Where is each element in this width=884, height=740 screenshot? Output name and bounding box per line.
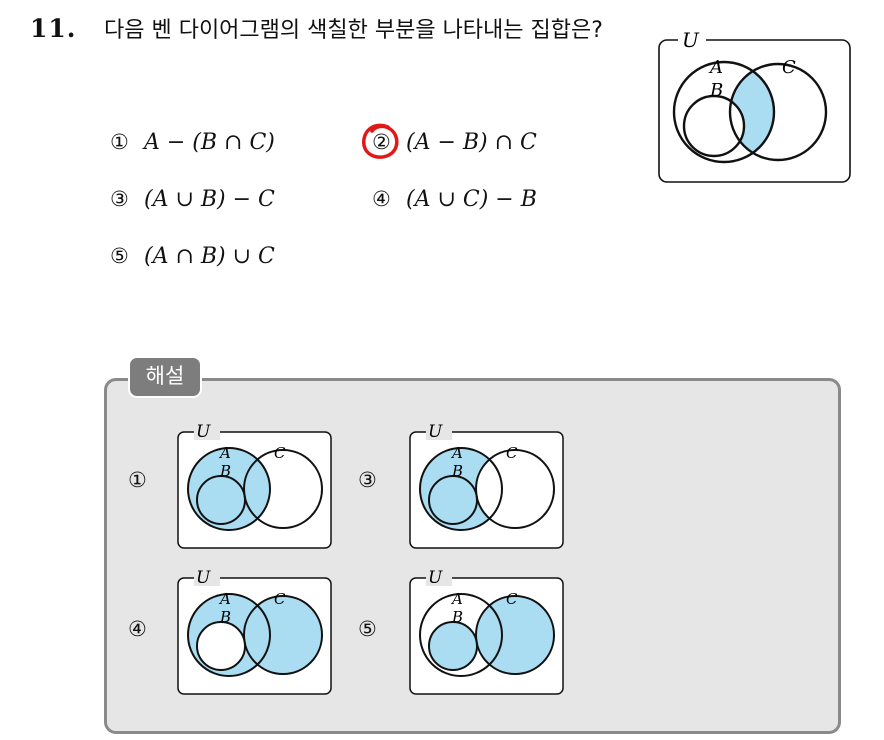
label-c: C <box>782 57 796 78</box>
solution-label-4: ④ <box>128 617 147 641</box>
solution-tab: 해설 <box>128 356 202 398</box>
label-u: U <box>682 30 700 52</box>
option-2[interactable]: ② (A − B) ∩ C <box>372 130 537 155</box>
label-a: A <box>218 590 231 608</box>
option-expression: (A ∪ B) − C <box>144 187 275 212</box>
option-expression: (A ∩ B) ∪ C <box>144 244 275 269</box>
option-5[interactable]: ⑤ (A ∩ B) ∪ C <box>110 244 275 269</box>
set-a-circle <box>672 60 776 164</box>
label-a: A <box>708 57 723 78</box>
label-c: C <box>274 444 286 462</box>
question-number: 11. <box>30 14 77 43</box>
answer-circle-mark <box>362 123 399 159</box>
option-number: ④ <box>372 187 391 211</box>
solution-label-1: ① <box>128 468 147 492</box>
solution-label-3: ③ <box>358 468 377 492</box>
solution-venn-1: U A B C <box>177 422 332 549</box>
option-number: ③ <box>110 187 129 211</box>
label-a: A <box>450 444 463 462</box>
solution-venn-3: U A B C <box>409 422 564 549</box>
label-c: C <box>274 590 286 608</box>
label-b: B <box>451 462 463 480</box>
label-c: C <box>506 590 518 608</box>
label-u: U <box>196 422 211 442</box>
set-b-circle <box>682 94 746 158</box>
option-4[interactable]: ④ (A ∪ C) − B <box>372 187 537 212</box>
option-1[interactable]: ① A − (B ∩ C) <box>110 130 275 155</box>
label-b: B <box>451 608 463 626</box>
label-b: B <box>709 80 723 101</box>
question-text: 다음 벤 다이어그램의 색칠한 부분을 나타내는 집합은? <box>104 18 603 43</box>
label-b: B <box>219 608 231 626</box>
label-a: A <box>218 444 231 462</box>
label-u: U <box>196 568 211 588</box>
option-number: ① <box>110 130 129 154</box>
solution-venn-4: U A B C <box>177 568 332 695</box>
option-expression: A − (B ∩ C) <box>144 130 275 155</box>
question-venn-diagram: U A B C <box>658 30 851 183</box>
label-u: U <box>428 568 443 588</box>
option-expression: (A ∪ C) − B <box>406 187 537 212</box>
solution-venn-5: U A B C <box>409 568 564 695</box>
option-expression: (A − B) ∩ C <box>406 130 537 155</box>
label-u: U <box>428 422 443 442</box>
option-3[interactable]: ③ (A ∪ B) − C <box>110 187 275 212</box>
shaded-region <box>730 64 774 160</box>
option-number: ② <box>372 130 391 154</box>
option-number: ⑤ <box>110 244 129 268</box>
label-b: B <box>219 462 231 480</box>
label-a: A <box>450 590 463 608</box>
solution-label-5: ⑤ <box>358 617 377 641</box>
set-c-circle <box>728 62 828 162</box>
label-c: C <box>506 444 518 462</box>
